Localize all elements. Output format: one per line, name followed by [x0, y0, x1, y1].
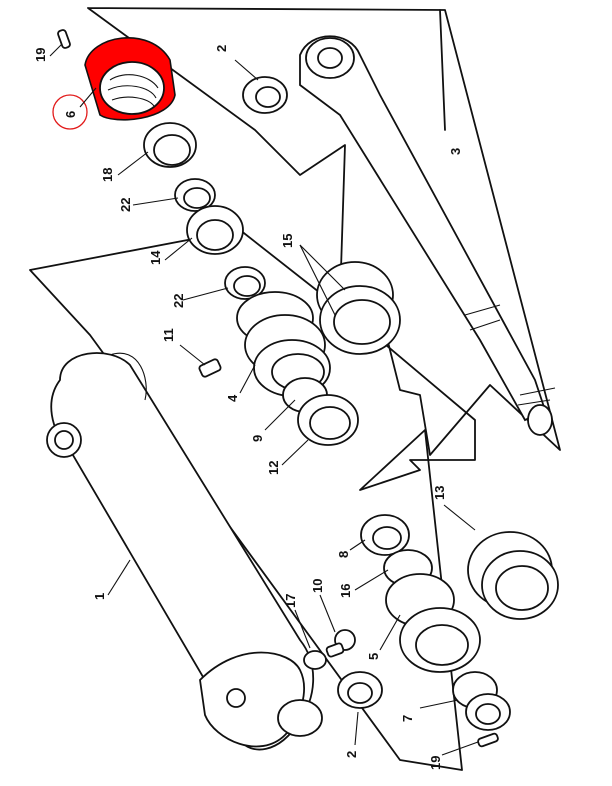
frame-edge	[439, 9, 446, 131]
label-part-13: 13	[432, 486, 447, 500]
part-6-callout-circle	[52, 94, 88, 130]
label-part-11: 11	[161, 328, 176, 342]
label-part-2-bottom: 2	[344, 751, 359, 758]
piston-rod	[299, 35, 556, 436]
seal-part-18	[143, 122, 197, 168]
bearing-part-13	[467, 531, 559, 620]
label-part-17: 17	[283, 594, 298, 608]
label-part-1: 1	[92, 593, 107, 600]
label-part-10: 10	[310, 579, 325, 593]
ring-part-12	[297, 394, 359, 446]
seal-kit-part-15	[316, 261, 401, 355]
pin-part-19-bottom	[477, 732, 499, 748]
label-part-3: 3	[448, 148, 463, 155]
ring-part-8	[360, 514, 410, 556]
label-part-14: 14	[148, 250, 163, 265]
bushing-part-7	[452, 671, 511, 731]
guide-part-14	[186, 205, 244, 255]
label-part-16: 16	[338, 584, 353, 598]
rod-assembly-frame	[87, 7, 561, 456]
label-part-15: 15	[280, 234, 295, 248]
bushing-part-6	[84, 37, 176, 121]
ring-part-2-bottom	[337, 671, 383, 709]
label-part-5: 5	[366, 653, 381, 660]
screw-part-11	[198, 358, 222, 378]
gland-part-5	[385, 573, 481, 673]
label-part-8: 8	[336, 551, 351, 558]
label-part-22-upper: 22	[118, 198, 133, 212]
label-part-9: 9	[250, 435, 265, 442]
ring-part-22-upper	[174, 178, 216, 212]
nipple-part-10	[325, 629, 356, 658]
nut-part-17	[303, 650, 327, 670]
label-part-2-top: 2	[214, 45, 229, 52]
cylinder-barrel	[46, 352, 323, 751]
leader-lines	[49, 43, 479, 756]
label-part-22-lower: 22	[171, 294, 186, 308]
label-part-19-top: 19	[33, 48, 48, 62]
label-part-12: 12	[266, 461, 281, 475]
ring-part-2-top	[242, 76, 288, 114]
label-part-18: 18	[100, 168, 115, 182]
label-part-19-bottom: 19	[428, 756, 443, 770]
part-labels: 19 6 2 3 18 22 14 15 22 11 4 9 12 13 1 8…	[33, 45, 463, 770]
ring-part-22-lower	[224, 266, 266, 300]
label-part-4: 4	[225, 394, 240, 402]
pin-part-19-top	[57, 29, 71, 49]
label-part-7: 7	[400, 715, 415, 722]
label-part-6: 6	[63, 111, 78, 118]
